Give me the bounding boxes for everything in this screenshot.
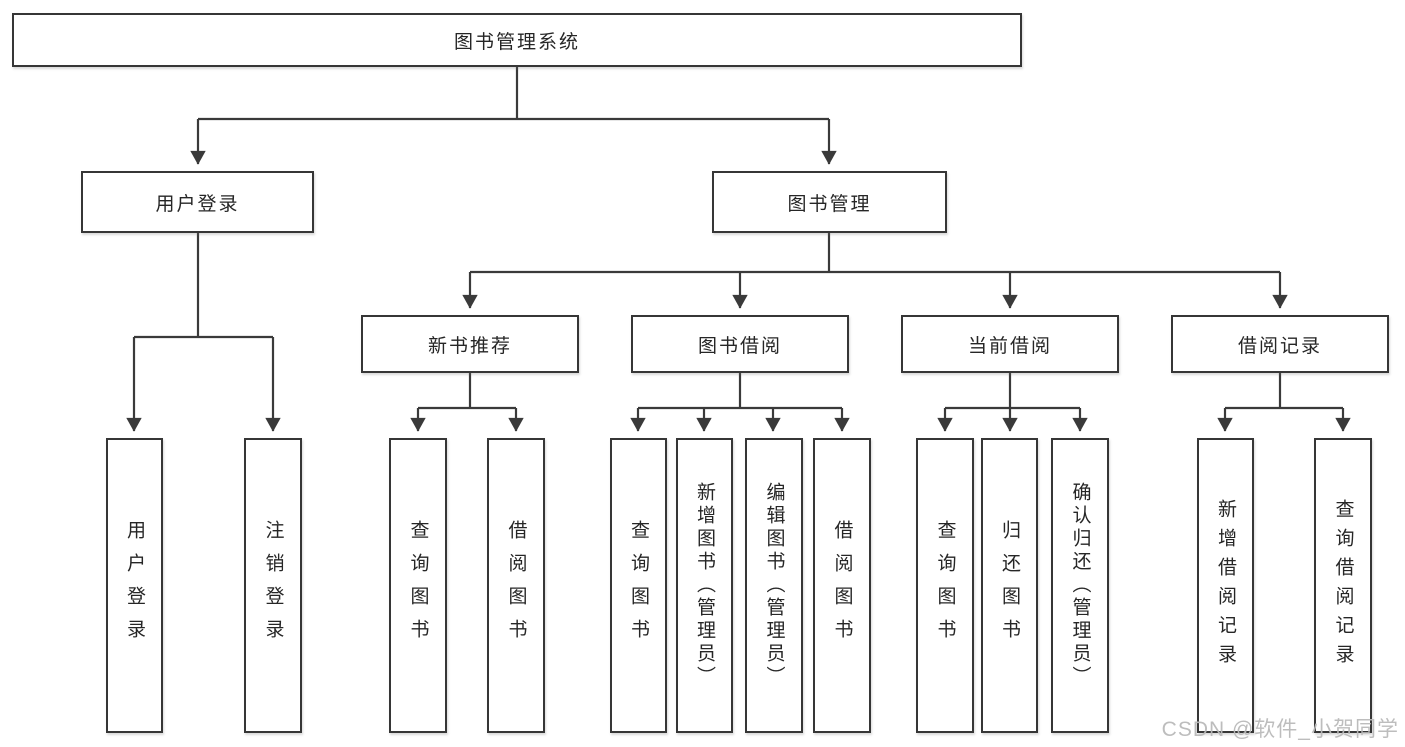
leaf-user-login: 用户登录 (106, 438, 163, 733)
leaf-label: 新增借阅记录 (1215, 498, 1236, 673)
leaf-label: 编辑图书（管理员） (763, 482, 785, 689)
leaf-query-books-current: 查询图书 (916, 438, 974, 733)
node-label: 借阅记录 (1237, 335, 1322, 357)
leaf-add-borrow-record: 新增借阅记录 (1197, 438, 1254, 733)
node-label: 新书推荐 (427, 335, 512, 357)
leaf-query-books-recommend: 查询图书 (389, 438, 447, 733)
node-label: 图书借阅 (697, 335, 782, 357)
leaf-label: 查询图书 (628, 519, 649, 652)
leaf-add-books-admin: 新增图书（管理员） (676, 438, 733, 733)
leaf-label: 用户登录 (124, 519, 145, 652)
leaf-label: 查询图书 (934, 519, 956, 652)
leaf-query-borrow-record: 查询借阅记录 (1314, 438, 1372, 733)
arrow-lines (126, 119, 1351, 432)
leaf-return-books: 归还图书 (981, 438, 1038, 733)
csdn-watermark: CSDN @软件_小贺同学 (1161, 718, 1399, 741)
leaf-label: 注销登录 (262, 519, 284, 652)
branch-lines (134, 67, 1343, 410)
node-label: 用户登录 (155, 193, 240, 215)
node-current-borrowing: 当前借阅 (901, 315, 1119, 373)
leaf-label: 归还图书 (999, 519, 1020, 652)
leaf-label: 借阅图书 (831, 519, 853, 652)
leaf-query-books-borrowing: 查询图书 (610, 438, 667, 733)
node-library-management-system: 图书管理系统 (12, 13, 1022, 67)
node-label: 当前借阅 (967, 335, 1052, 357)
node-label: 图书管理 (787, 193, 872, 215)
node-label: 图书管理系统 (453, 31, 580, 53)
node-new-book-recommend: 新书推荐 (361, 315, 579, 373)
node-book-management: 图书管理 (712, 171, 947, 233)
leaf-label: 借阅图书 (505, 519, 527, 652)
leaf-logout: 注销登录 (244, 438, 302, 733)
node-borrowing-records: 借阅记录 (1171, 315, 1389, 373)
leaf-label: 查询图书 (407, 519, 429, 652)
leaf-label: 新增图书（管理员） (694, 482, 715, 689)
node-book-borrowing: 图书借阅 (631, 315, 849, 373)
leaf-label: 查询借阅记录 (1332, 498, 1354, 673)
leaf-edit-books-admin: 编辑图书（管理员） (745, 438, 803, 733)
node-user-login-group: 用户登录 (81, 171, 314, 233)
leaf-borrow-books-recommend: 借阅图书 (487, 438, 545, 733)
leaf-label: 确认归还（管理员） (1069, 482, 1091, 689)
leaf-confirm-return-admin: 确认归还（管理员） (1051, 438, 1109, 733)
leaf-borrow-books-borrowing: 借阅图书 (813, 438, 871, 733)
